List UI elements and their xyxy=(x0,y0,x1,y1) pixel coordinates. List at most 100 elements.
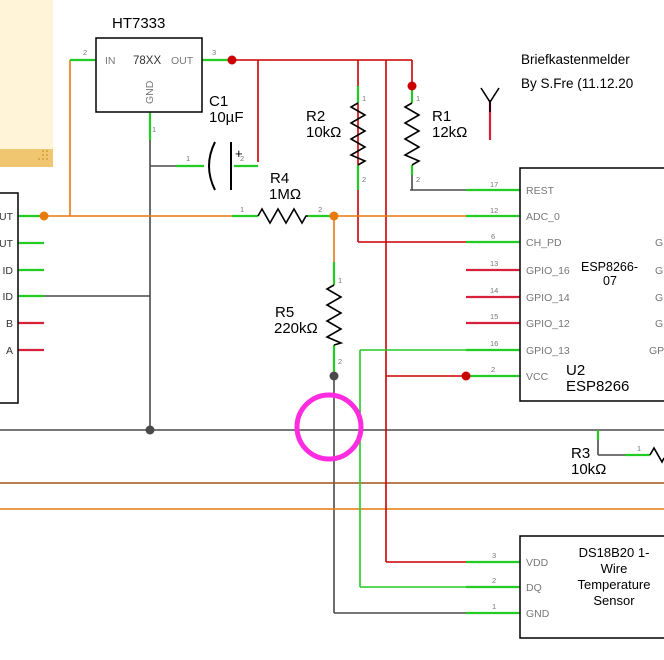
left-pin-2: ID xyxy=(3,265,14,277)
junction-vcc-r1 xyxy=(407,81,417,91)
regulator-part-label: HT7333 xyxy=(112,15,165,32)
resistor-r3[interactable]: R3 10kΩ 1 xyxy=(571,444,664,478)
junction-dots xyxy=(39,55,471,435)
esp-ref: U2 xyxy=(566,362,585,379)
regulator-pin-gnd: GND xyxy=(144,80,156,104)
r3-ref: R3 xyxy=(571,445,590,462)
r1-ref: R1 xyxy=(432,108,451,125)
resistor-r5[interactable]: R5 220kΩ 1 2 xyxy=(274,276,344,366)
sensor-pin-no-0: 3 xyxy=(492,551,496,560)
regulator-pin-out-number: 3 xyxy=(212,48,216,57)
sensor-name-line-4: Sensor xyxy=(593,593,635,608)
c1-plus-marker: + xyxy=(235,146,243,161)
title-line-2: By S.Fre (11.12.20 xyxy=(521,76,633,91)
esp-left-pin-numbers: 17 12 6 13 14 15 16 2 xyxy=(490,180,498,374)
junction-orange-left xyxy=(39,211,49,221)
esp-right-pin-0: G xyxy=(655,237,663,249)
junction-orange-adc xyxy=(329,211,339,221)
c1-pin1: 1 xyxy=(186,154,190,163)
esp-pin-no-5: 15 xyxy=(490,312,498,321)
sensor-pin-label-0: VDD xyxy=(526,557,549,569)
r1-value: 12kΩ xyxy=(432,124,467,141)
r4-pin2: 2 xyxy=(318,205,322,214)
gpio13-wire xyxy=(359,349,466,588)
r2-pin1: 1 xyxy=(362,94,366,103)
left-pin-1: UT xyxy=(0,238,14,250)
c1-pin2: 2 xyxy=(240,154,244,163)
c1-value: 10µF xyxy=(209,109,244,126)
junction-vcc-esp xyxy=(461,371,471,381)
sensor-name-line-3: Temperature xyxy=(578,577,651,592)
left-pin-3: ID xyxy=(3,291,14,303)
r4-ref: R4 xyxy=(270,170,289,187)
esp-pin-label-0: REST xyxy=(526,185,555,197)
esp8266-module[interactable]: REST ADC_0 CH_PD GPIO_16 GPIO_14 GPIO_12… xyxy=(490,167,664,402)
esp-name: ESP8266 xyxy=(566,378,629,395)
esp-pin-no-7: 2 xyxy=(491,365,495,374)
esp-chip-line-2: 07 xyxy=(603,274,617,288)
esp-pin-label-2: CH_PD xyxy=(526,237,562,249)
esp-pin-no-4: 14 xyxy=(490,286,498,295)
esp-pin-label-5: GPIO_12 xyxy=(526,318,570,330)
note-panel xyxy=(0,0,53,167)
r1-pin2: 2 xyxy=(416,175,420,184)
left-pin-5: A xyxy=(6,345,13,357)
highlight-circle xyxy=(294,392,364,462)
esp-pin-label-1: ADC_0 xyxy=(526,211,560,223)
sensor-name: DS18B20 1- Wire Temperature Sensor xyxy=(578,545,651,608)
sensor-name-line-2: Wire xyxy=(601,561,628,576)
r3-pin1: 1 xyxy=(637,444,641,453)
esp-pin-label-7: VCC xyxy=(526,371,549,383)
capacitor-c1[interactable]: C1 10µF + 1 2 xyxy=(186,93,244,191)
resistor-r2[interactable]: R2 10kΩ 1 2 xyxy=(306,94,367,184)
r2-pin2: 2 xyxy=(362,175,366,184)
left-connector-pins: UT UT ID ID B A xyxy=(0,211,14,357)
title-line-1: Briefkastenmelder xyxy=(521,52,630,67)
resistor-r4[interactable]: R4 1MΩ 1 2 xyxy=(240,170,322,225)
esp-left-pin-labels: REST ADC_0 CH_PD GPIO_16 GPIO_14 GPIO_12… xyxy=(526,185,570,383)
regulator-pin-in-number: 2 xyxy=(83,48,87,57)
esp-pin-no-2: 6 xyxy=(491,232,495,241)
regulator-pin-out: OUT xyxy=(171,55,194,67)
esp-pin-no-6: 16 xyxy=(490,339,498,348)
r5-pin2: 2 xyxy=(338,357,342,366)
sensor-pin-label-2: GND xyxy=(526,608,550,620)
esp-pin-label-6: GPIO_13 xyxy=(526,345,570,357)
regulator-pin-in: IN xyxy=(105,55,116,67)
left-pin-0: UT xyxy=(0,211,14,223)
vcc-wires xyxy=(232,59,466,563)
r4-pin1: 1 xyxy=(240,205,244,214)
esp-pin-label-3: GPIO_16 xyxy=(526,265,570,277)
left-pin-4: B xyxy=(6,318,13,330)
junction-vcc-regulator xyxy=(227,55,237,65)
r5-value: 220kΩ xyxy=(274,320,318,337)
esp-pin-no-3: 13 xyxy=(490,259,498,268)
esp-pin-no-1: 12 xyxy=(490,206,498,215)
resistor-r1[interactable]: R1 12kΩ 1 2 xyxy=(403,94,467,184)
junction-gnd-left xyxy=(145,425,155,435)
r5-pin1: 1 xyxy=(338,276,342,285)
r1-pin1: 1 xyxy=(416,94,420,103)
r2-value: 10kΩ xyxy=(306,124,341,141)
r2-ref: R2 xyxy=(306,108,325,125)
esp-right-pin-labels: G G G G GP xyxy=(649,237,664,357)
sensor-pin-no-1: 2 xyxy=(492,576,496,585)
esp-right-pin-2: G xyxy=(655,292,663,304)
sensor-name-line-1: DS18B20 1- xyxy=(579,545,650,560)
c1-ref: C1 xyxy=(209,93,228,110)
esp-pin-label-4: GPIO_14 xyxy=(526,292,570,304)
esp-right-pin-4: GP xyxy=(649,345,664,357)
antenna-icon xyxy=(480,87,500,112)
esp-right-pin-3: G xyxy=(655,318,663,330)
left-connector[interactable]: UT UT ID ID B A xyxy=(0,192,19,404)
ds18b20-sensor[interactable]: VDD DQ GND 3 2 1 DS18B20 1- Wire Tempera… xyxy=(492,535,664,639)
voltage-regulator[interactable]: HT7333 IN 78XX OUT GND 2 3 1 xyxy=(83,15,216,134)
esp-pin-no-0: 17 xyxy=(490,180,498,189)
regulator-type-label: 78XX xyxy=(133,55,161,67)
junction-gnd-r5 xyxy=(329,371,339,381)
r4-value: 1MΩ xyxy=(269,186,301,203)
esp-chip-line-1: ESP8266- xyxy=(581,260,638,274)
r3-value: 10kΩ xyxy=(571,461,606,478)
gnd-wires xyxy=(0,140,664,614)
